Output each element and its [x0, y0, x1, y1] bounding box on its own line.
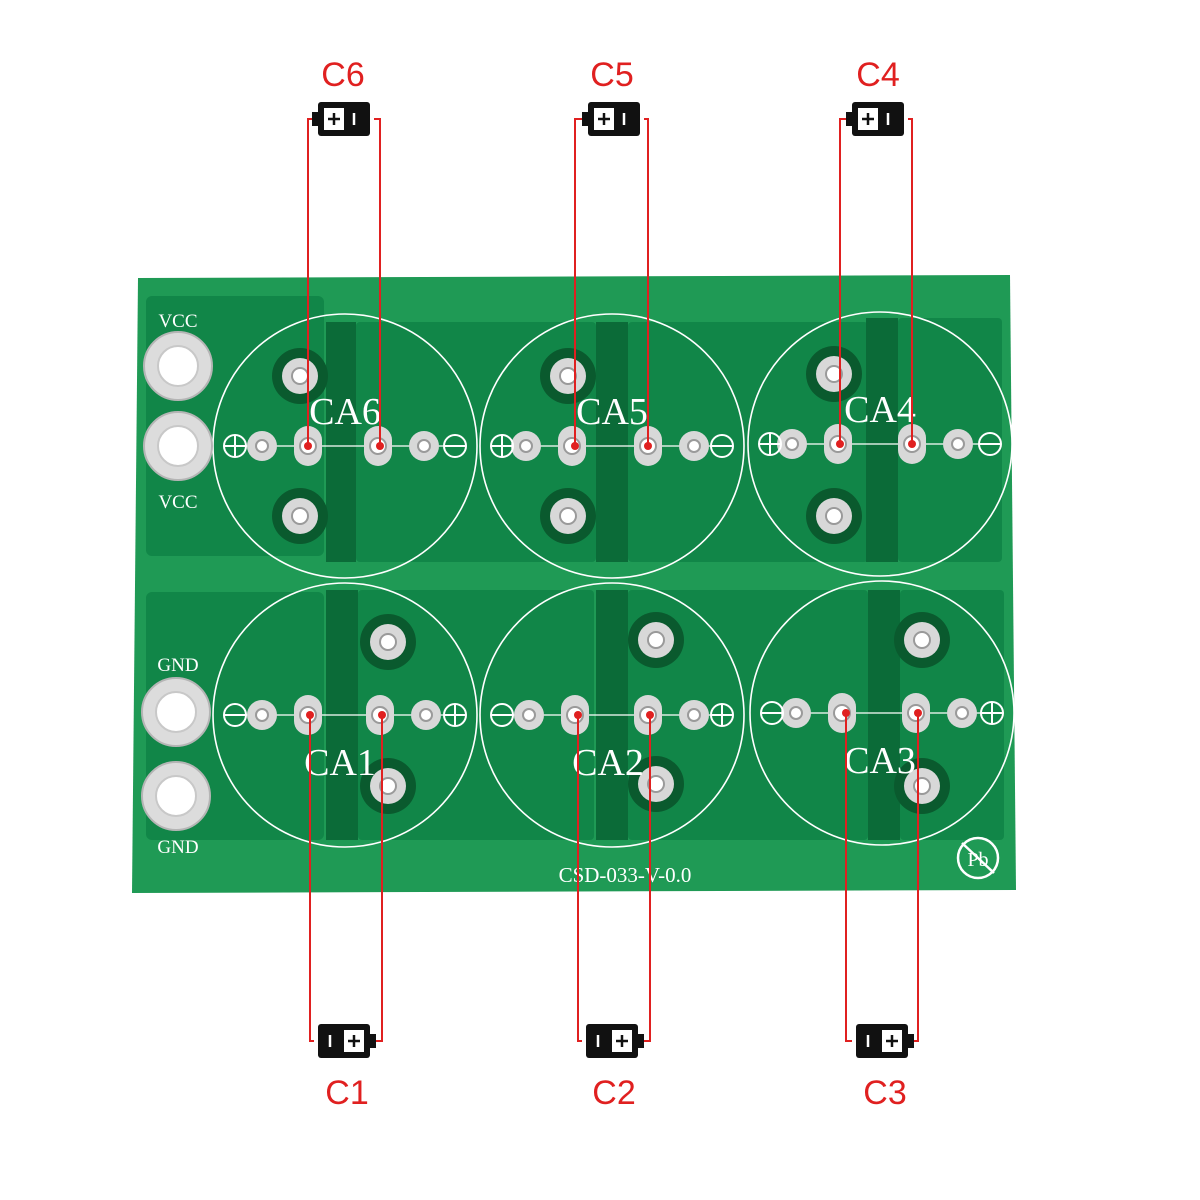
mount-pad-0-ca5: [540, 348, 596, 404]
battery-label-c6: C6: [321, 56, 364, 94]
silk-outline-ca2: [479, 582, 745, 848]
channel-bot-3: [868, 590, 900, 840]
battery-icon: [586, 1024, 644, 1058]
wire-c6: [304, 102, 384, 450]
cap-label-ca4: CA4: [844, 389, 916, 431]
minus-polarity-icon: [490, 703, 514, 727]
small-pad-right-ca3: [947, 698, 977, 728]
terminal-gnd-2: [141, 761, 211, 831]
small-pad-right-ca6: [409, 431, 439, 461]
copper-bot-2: [628, 590, 868, 840]
battery-label-c3: C3: [863, 1074, 906, 1112]
battery-label-c4: C4: [856, 56, 899, 94]
cap-label-ca2: CA2: [572, 742, 644, 784]
terminal-label-gnd-1: GND: [157, 655, 198, 676]
mount-pad-1-ca6: [272, 488, 328, 544]
battery-icon: [856, 1024, 914, 1058]
terminals: [141, 331, 213, 831]
wire-c3: [842, 709, 922, 1058]
terminal-label-vcc-1: VCC: [158, 311, 197, 332]
small-pad-left-ca6: [247, 431, 277, 461]
silk-outline-ca4: [747, 311, 1013, 577]
battery-icon: [846, 102, 904, 136]
battery-label-c2: C2: [592, 1074, 635, 1112]
minus-polarity-icon: [760, 701, 784, 725]
terminal-gnd-1: [141, 677, 211, 747]
battery-icon: [582, 102, 640, 136]
footprint-ca6: [212, 313, 478, 579]
plus-polarity-icon: [710, 703, 734, 727]
wire-c2: [574, 711, 654, 1058]
minus-polarity-icon: [223, 703, 247, 727]
battery-icon: [312, 102, 370, 136]
mount-pad-0-ca3: [894, 612, 950, 668]
battery-icon: [318, 1024, 376, 1058]
wiring: [304, 102, 922, 1058]
plus-polarity-icon: [758, 432, 782, 456]
small-pad-right-ca4: [943, 429, 973, 459]
channel-top-2: [596, 322, 628, 562]
small-pad-right-ca2: [679, 700, 709, 730]
minus-polarity-icon: [710, 434, 734, 458]
terminal-vcc-1: [143, 331, 213, 401]
mount-pad-1-ca3: [894, 758, 950, 814]
battery-label-c1: C1: [325, 1074, 368, 1112]
cap-label-ca6: CA6: [309, 391, 381, 433]
mount-pad-1-ca2: [628, 756, 684, 812]
small-pad-left-ca4: [777, 429, 807, 459]
mount-pad-0-ca2: [628, 612, 684, 668]
terminal-vcc-2: [143, 411, 213, 481]
cap-label-ca1: CA1: [304, 742, 376, 784]
small-pad-left-ca2: [514, 700, 544, 730]
plus-polarity-icon: [980, 701, 1004, 725]
board-model-label: CSD-033-V-0.0: [559, 863, 692, 887]
plus-polarity-icon: [443, 703, 467, 727]
silk-outline-ca5: [479, 313, 745, 579]
silk-outline-ca3: [749, 580, 1015, 846]
wire-c1: [306, 711, 386, 1058]
mount-pad-1-ca5: [540, 488, 596, 544]
plus-polarity-icon: [490, 434, 514, 458]
minus-polarity-icon: [443, 434, 467, 458]
mount-pad-1-ca1: [360, 758, 416, 814]
mount-pad-1-ca4: [806, 488, 862, 544]
mount-pad-0-ca1: [360, 614, 416, 670]
wire-c5: [571, 102, 652, 450]
copper-top-1: [356, 322, 596, 562]
mount-pad-0-ca4: [806, 346, 862, 402]
channel-top-3: [866, 318, 898, 562]
battery-label-c5: C5: [590, 56, 633, 94]
terminal-label-gnd-2: GND: [157, 837, 198, 858]
cap-label-ca3: CA3: [844, 740, 916, 782]
small-pad-left-ca3: [781, 698, 811, 728]
copper-bot-1: [358, 590, 594, 840]
cap-label-ca5: CA5: [576, 391, 648, 433]
channel-top-1: [326, 322, 356, 562]
small-pad-left-ca5: [511, 431, 541, 461]
minus-polarity-icon: [978, 432, 1002, 456]
plus-polarity-icon: [223, 434, 247, 458]
wire-c4: [836, 102, 916, 448]
small-pad-right-ca1: [411, 700, 441, 730]
terminal-label-vcc-2: VCC: [158, 492, 197, 513]
small-pad-right-ca5: [679, 431, 709, 461]
footprint-ca3: [749, 580, 1015, 846]
lead-free-pb-icon: Pb: [956, 836, 1000, 880]
silk-outline-ca1: [212, 582, 478, 848]
small-pad-left-ca1: [247, 700, 277, 730]
